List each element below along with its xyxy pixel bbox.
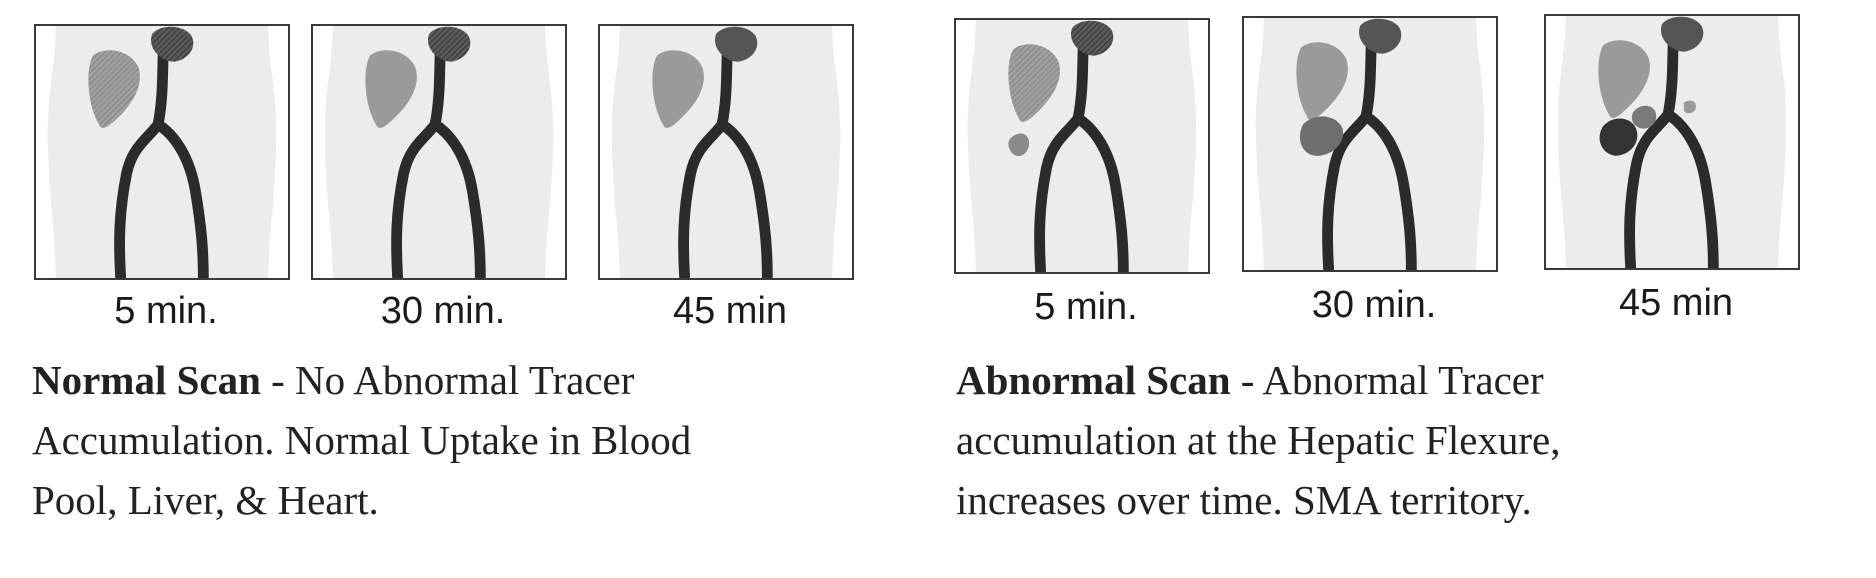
abnormal-caption-line3: increases over time. SMA territory. (956, 477, 1532, 523)
abnormal-caption-title: Abnormal Scan (956, 357, 1231, 403)
abnormal-caption: Abnormal Scan - Abnormal Tracer accumula… (956, 350, 1836, 530)
abnormal-scan-45min (1544, 14, 1800, 270)
abnormal-time-label-3: 45 min (1618, 282, 1734, 324)
normal-scan-5min (34, 24, 290, 280)
normal-caption-line1: - No Abnormal Tracer (260, 357, 635, 403)
normal-caption-line3: Pool, Liver, & Heart. (32, 477, 379, 523)
normal-time-label-2: 30 min. (380, 290, 506, 332)
abnormal-time-label-1: 5 min. (1034, 286, 1138, 328)
abnormal-caption-line1: - Abnormal Tracer (1230, 357, 1544, 403)
normal-caption: Normal Scan - No Abnormal Tracer Accumul… (32, 350, 912, 530)
abnormal-caption-line2: accumulation at the Hepatic Flexure, (956, 417, 1561, 463)
normal-time-label-1: 5 min. (114, 290, 218, 332)
abnormal-scan-5min (954, 18, 1210, 274)
normal-time-label-3: 45 min (672, 290, 788, 332)
normal-caption-line2: Accumulation. Normal Uptake in Blood (32, 417, 692, 463)
normal-scan-45min (598, 24, 854, 280)
abnormal-scan-30min (1242, 16, 1498, 272)
abnormal-time-label-2: 30 min. (1311, 284, 1437, 326)
normal-scan-30min (311, 24, 567, 280)
normal-caption-title: Normal Scan (32, 357, 261, 403)
